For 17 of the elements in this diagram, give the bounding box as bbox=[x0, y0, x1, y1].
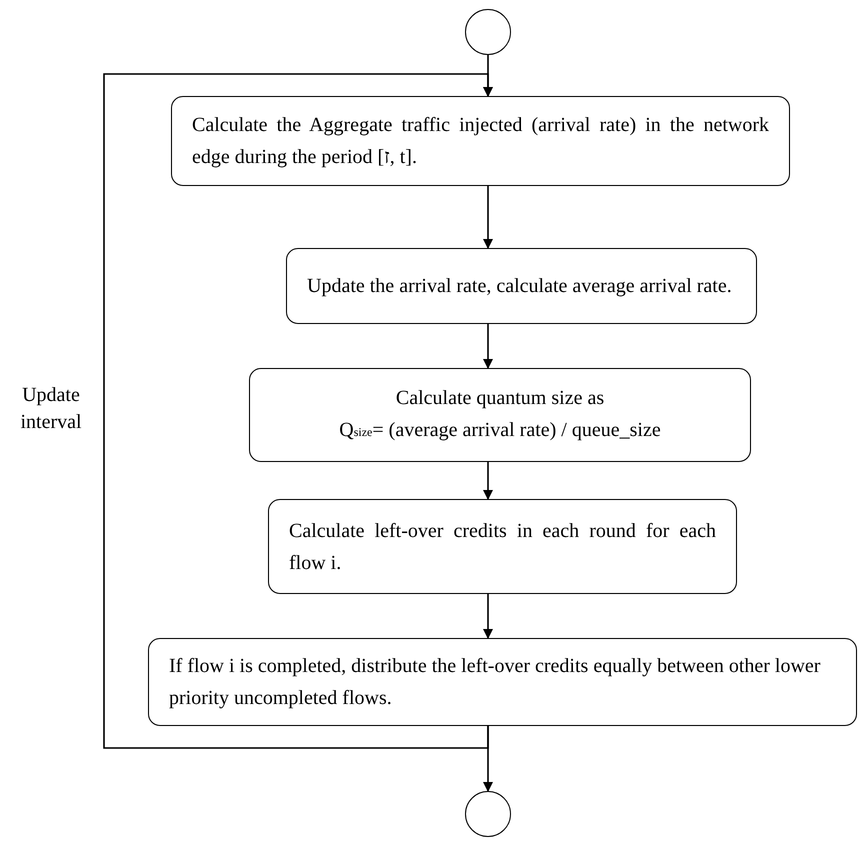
process-box bbox=[148, 638, 857, 726]
process-text: Calculate left-over credits in each round for each flow i. bbox=[289, 518, 716, 576]
arrow bbox=[483, 324, 493, 369]
process-text: If flow i is completed, distribute the left-over credits equally between other lower priority uncompleted flows. bbox=[169, 654, 822, 711]
terminal-circle bbox=[465, 791, 511, 837]
arrow bbox=[483, 462, 493, 500]
process-box bbox=[171, 96, 790, 186]
process-text: Calculate quantum size as bbox=[394, 386, 606, 411]
arrow bbox=[103, 73, 493, 749]
process-box bbox=[268, 499, 737, 594]
process-text: Update the arrival rate, calculate average arrival rate. bbox=[307, 274, 733, 299]
arrow bbox=[483, 186, 493, 249]
process-text: Calculate the Aggregate traffic injected (arrival rate) in the network edge during the period [ז, t]. bbox=[192, 113, 769, 170]
process-box bbox=[286, 248, 757, 324]
process-box bbox=[249, 368, 751, 462]
arrow bbox=[483, 594, 493, 639]
terminal-circle bbox=[465, 9, 511, 55]
